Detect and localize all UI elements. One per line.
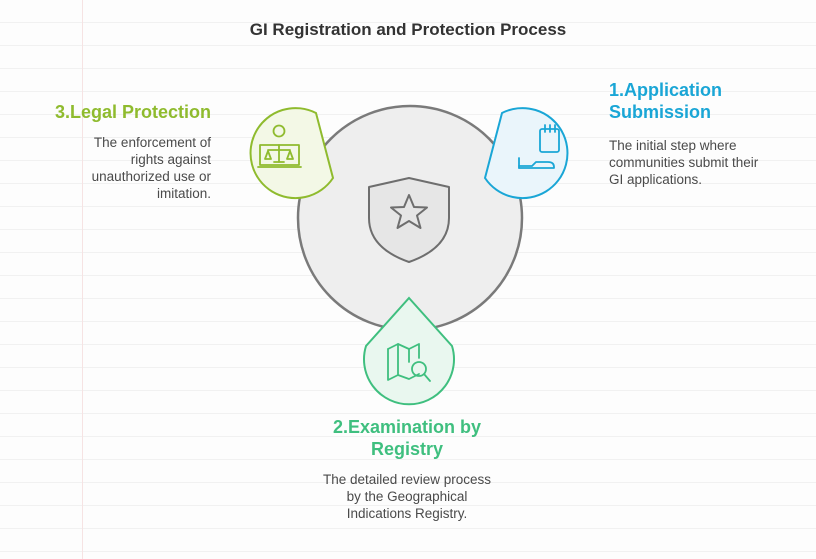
map-search-icon <box>387 343 431 382</box>
step1-description: The initial step where communities submi… <box>609 138 759 187</box>
step1-teardrop <box>483 107 569 200</box>
step2-title: 2.Examination by Registry <box>332 417 482 459</box>
step3-teardrop <box>249 107 335 200</box>
diagram-title: GI Registration and Protection Process <box>249 20 567 39</box>
shield-star-icon <box>368 177 450 263</box>
margin-line <box>82 0 83 559</box>
form-hand-icon <box>518 124 560 169</box>
step2-description: The detailed review process by the Geogr… <box>322 472 492 521</box>
step3-description: The enforcement of rights against unauth… <box>91 135 211 201</box>
step3-title: 3.Legal Protection <box>54 102 211 122</box>
judge-scales-icon <box>257 124 302 168</box>
step1-title: 1.Application Submission <box>609 80 723 122</box>
